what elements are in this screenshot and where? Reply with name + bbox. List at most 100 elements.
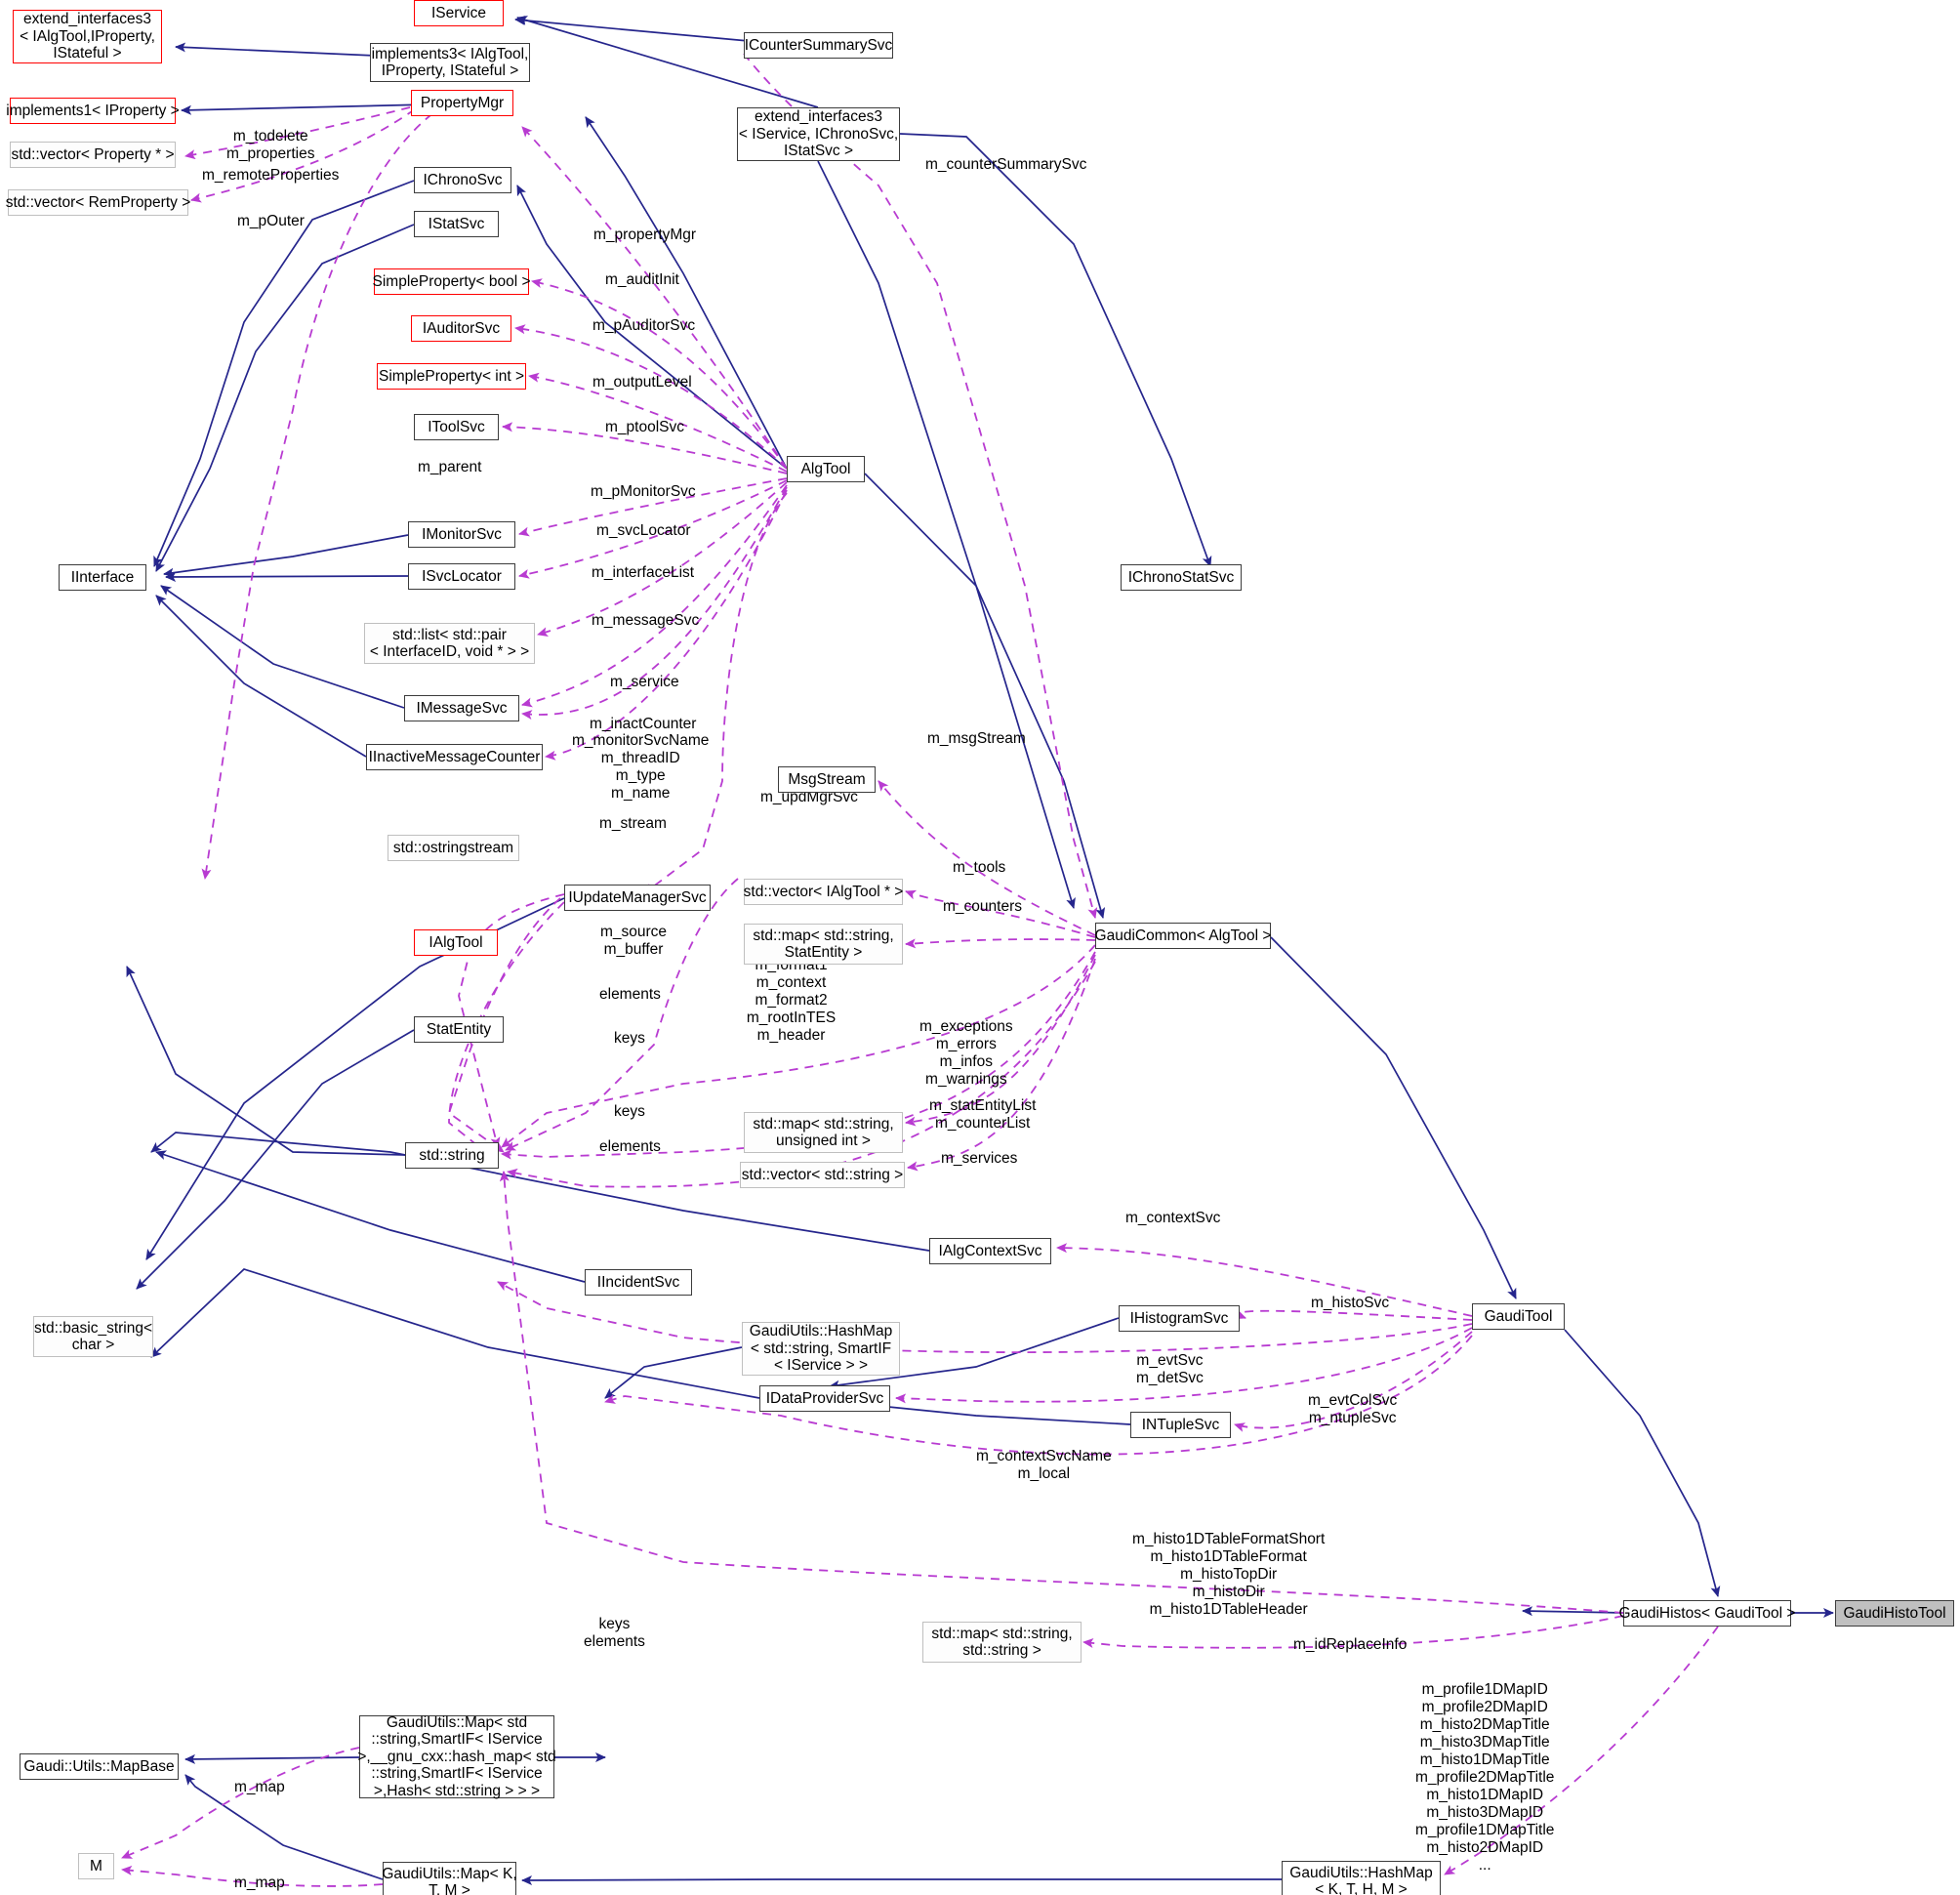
class-node-label: std::map< std::string, std::string > bbox=[931, 1625, 1073, 1659]
class-node-gaudiutils_map_ktm[interactable]: GaudiUtils::Map< K, T, M > bbox=[382, 1862, 517, 1895]
class-node-map_statentity[interactable]: std::map< std::string, StatEntity > bbox=[744, 924, 903, 965]
class-node-gauditool[interactable]: GaudiTool bbox=[1472, 1303, 1565, 1330]
edge-label-m_svclocator: m_svcLocator bbox=[596, 522, 691, 539]
class-node-ostringstream[interactable]: std::ostringstream bbox=[388, 835, 519, 861]
class-node-gaudiutils_hashmap_kthm[interactable]: GaudiUtils::HashMap < K, T, H, M > bbox=[1282, 1861, 1441, 1895]
class-node-gaudihistotool[interactable]: GaudiHistoTool bbox=[1835, 1600, 1954, 1627]
class-node-vector_ialgtool[interactable]: std::vector< IAlgTool * > bbox=[744, 879, 903, 905]
class-node-label: M bbox=[90, 1857, 102, 1874]
class-node-msgstream[interactable]: MsgStream bbox=[778, 766, 876, 793]
class-node-label: PropertyMgr bbox=[420, 94, 505, 111]
class-node-imessagesvc[interactable]: IMessageSvc bbox=[404, 695, 519, 721]
class-node-simpleproperty_bool[interactable]: SimpleProperty< bool > bbox=[373, 268, 531, 295]
class-node-algtool[interactable]: AlgTool bbox=[787, 456, 865, 482]
edge-label-m_evtdetsvc: m_evtSvc m_detSvc bbox=[1136, 1352, 1204, 1386]
class-node-mapbase[interactable]: Gaudi::Utils::MapBase bbox=[20, 1753, 179, 1780]
class-node-label: GaudiUtils::HashMap < K, T, H, M > bbox=[1289, 1864, 1433, 1895]
edge-label-m_auditinit: m_auditInit bbox=[605, 271, 679, 288]
edge-label-m_idreplaceinfo: m_idReplaceInfo bbox=[1293, 1636, 1408, 1653]
class-node-label: MsgStream bbox=[788, 770, 866, 788]
class-node-label: IHistogramSvc bbox=[1129, 1309, 1229, 1327]
class-node-label: GaudiHistoTool bbox=[1843, 1604, 1946, 1622]
class-node-map_unsignedint[interactable]: std::map< std::string, unsigned int > bbox=[744, 1112, 903, 1153]
class-node-label: std::map< std::string, unsigned int > bbox=[753, 1115, 894, 1149]
class-node-label: IInactiveMessageCounter bbox=[368, 748, 541, 765]
class-node-iservice[interactable]: IService bbox=[414, 0, 504, 26]
edge-label-m_stream: m_stream bbox=[599, 815, 667, 832]
class-node-isvclocator[interactable]: ISvcLocator bbox=[408, 563, 515, 590]
class-node-gaudihistos[interactable]: GaudiHistos< GaudiTool > bbox=[1619, 1600, 1795, 1627]
class-node-implements1[interactable]: implements1< IProperty > bbox=[6, 98, 180, 124]
class-node-label: Gaudi::Utils::MapBase bbox=[23, 1757, 175, 1775]
class-node-icountersummarysvc[interactable]: ICounterSummarySvc bbox=[744, 32, 893, 59]
class-node-label: GaudiTool bbox=[1484, 1307, 1553, 1325]
class-node-extend_interfaces3_svc[interactable]: extend_interfaces3 < IService, IChronoSv… bbox=[737, 107, 900, 161]
edge-label-keys_elements: keys elements bbox=[584, 1616, 645, 1650]
edge-label-m_map2: m_map bbox=[234, 1874, 285, 1891]
class-node-ihistogramsvc[interactable]: IHistogramSvc bbox=[1119, 1305, 1240, 1332]
class-node-stdstring[interactable]: std::string bbox=[405, 1142, 499, 1169]
class-node-map_string_string[interactable]: std::map< std::string, std::string > bbox=[922, 1622, 1082, 1663]
edge-label-m_map1: m_map bbox=[234, 1779, 285, 1795]
class-node-vector_string[interactable]: std::vector< std::string > bbox=[740, 1162, 905, 1188]
edge-label-m_interfacelist: m_interfaceList bbox=[592, 564, 695, 581]
edge-label-m_remoteprops: m_remoteProperties bbox=[202, 167, 340, 184]
class-node-label: std::vector< std::string > bbox=[741, 1166, 904, 1183]
class-node-label: GaudiUtils::Map< K, T, M > bbox=[382, 1865, 517, 1895]
class-node-label: INTupleSvc bbox=[1141, 1416, 1220, 1433]
class-node-list_pair[interactable]: std::list< std::pair < InterfaceID, void… bbox=[364, 623, 535, 664]
class-node-imonitorsvc[interactable]: IMonitorSvc bbox=[408, 521, 515, 548]
class-node-m_node[interactable]: M bbox=[78, 1853, 114, 1879]
class-node-label: IToolSvc bbox=[428, 418, 485, 435]
class-node-itoolsvc[interactable]: IToolSvc bbox=[414, 414, 499, 440]
class-node-simpleproperty_int[interactable]: SimpleProperty< int > bbox=[377, 363, 526, 390]
class-node-istatsvc[interactable]: IStatSvc bbox=[414, 211, 499, 237]
class-node-iinactivemessagecounter[interactable]: IInactiveMessageCounter bbox=[366, 744, 543, 770]
class-node-basic_string[interactable]: std::basic_string< char > bbox=[33, 1316, 153, 1357]
class-node-ichronosvc[interactable]: IChronoSvc bbox=[414, 167, 511, 193]
edge-label-m_histosvc: m_histoSvc bbox=[1311, 1295, 1390, 1311]
class-node-label: ICounterSummarySvc bbox=[744, 36, 893, 54]
class-node-label: implements3< IAlgTool, IProperty, IState… bbox=[371, 45, 529, 79]
class-node-ichronostatsvc[interactable]: IChronoStatSvc bbox=[1121, 564, 1242, 591]
edge-label-elements3: elements bbox=[599, 1138, 661, 1155]
class-node-label: extend_interfaces3 < IAlgTool,IProperty,… bbox=[20, 11, 155, 62]
class-node-label: IDataProviderSvc bbox=[765, 1389, 884, 1407]
class-node-intuplesvc[interactable]: INTupleSvc bbox=[1130, 1412, 1231, 1438]
class-node-label: IAlgTool bbox=[429, 933, 483, 951]
class-node-vector_property[interactable]: std::vector< Property * > bbox=[10, 142, 176, 168]
edge-label-m_todelete: m_todelete m_properties bbox=[226, 128, 315, 162]
class-node-label: GaudiCommon< AlgTool > bbox=[1094, 927, 1272, 944]
class-node-extend_interfaces3_alg[interactable]: extend_interfaces3 < IAlgTool,IProperty,… bbox=[13, 10, 162, 63]
class-node-label: GaudiUtils::Map< std ::string,SmartIF< I… bbox=[357, 1714, 556, 1799]
class-node-iinterface[interactable]: IInterface bbox=[59, 564, 146, 591]
class-node-idataprovidersvc[interactable]: IDataProviderSvc bbox=[759, 1385, 890, 1412]
class-node-propertymgr[interactable]: PropertyMgr bbox=[411, 90, 513, 116]
edge-label-m_outputlevel: m_outputLevel bbox=[592, 374, 692, 391]
class-node-statentity[interactable]: StatEntity bbox=[414, 1016, 504, 1043]
class-node-ialgtool[interactable]: IAlgTool bbox=[414, 929, 498, 956]
class-node-label: IInterface bbox=[70, 568, 135, 586]
class-node-ialgcontextsvc[interactable]: IAlgContextSvc bbox=[929, 1238, 1051, 1264]
edge-label-m_messagesvc: m_messageSvc bbox=[592, 612, 700, 629]
class-node-iincidentsvc[interactable]: IIncidentSvc bbox=[585, 1269, 692, 1296]
class-node-label: ISvcLocator bbox=[422, 567, 502, 585]
edge-label-m_services: m_services bbox=[941, 1150, 1018, 1167]
class-node-gaudiutils_map_long[interactable]: GaudiUtils::Map< std ::string,SmartIF< I… bbox=[357, 1714, 556, 1799]
edge-label-m_profileblock: m_profile1DMapID m_profile2DMapID m_hist… bbox=[1415, 1681, 1555, 1874]
class-node-label: std::ostringstream bbox=[392, 839, 514, 856]
class-node-implements3[interactable]: implements3< IAlgTool, IProperty, IState… bbox=[370, 43, 530, 82]
class-node-label: IAlgContextSvc bbox=[938, 1242, 1042, 1259]
class-node-iauditorsvc[interactable]: IAuditorSvc bbox=[411, 315, 511, 342]
edge-label-m_service: m_service bbox=[610, 674, 679, 690]
edge-label-elements2: elements bbox=[599, 986, 661, 1003]
class-node-hashmap_smartif[interactable]: GaudiUtils::HashMap < std::string, Smart… bbox=[742, 1322, 900, 1376]
edge-label-keys1: keys bbox=[614, 1030, 645, 1047]
class-node-vector_remproperty[interactable]: std::vector< RemProperty > bbox=[6, 189, 190, 216]
class-node-label: std::string bbox=[419, 1146, 485, 1164]
edge-label-m_counters: m_counters bbox=[943, 898, 1022, 915]
class-node-label: GaudiHistos< GaudiTool > bbox=[1618, 1604, 1796, 1622]
class-node-gaudicommon[interactable]: GaudiCommon< AlgTool > bbox=[1095, 923, 1271, 949]
class-node-iupdatemanagersvc[interactable]: IUpdateManagerSvc bbox=[564, 885, 711, 911]
